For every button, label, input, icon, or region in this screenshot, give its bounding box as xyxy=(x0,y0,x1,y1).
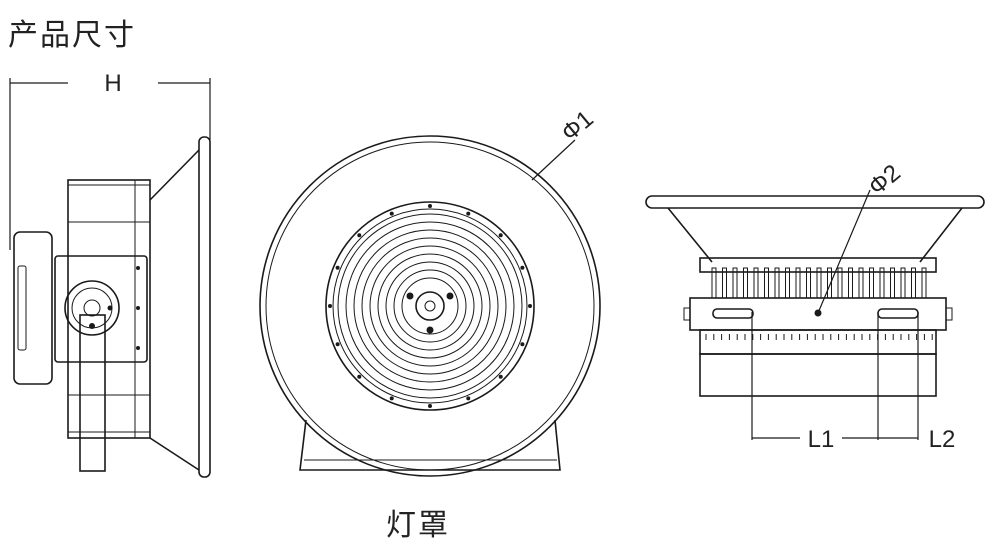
bolt-hole xyxy=(389,396,394,401)
top-reflector-rim xyxy=(645,195,985,209)
bolt-hole xyxy=(357,233,362,238)
bolt-hole xyxy=(520,265,525,270)
dim-phi1-label: Φ1 xyxy=(556,105,598,147)
side-reflector-edges xyxy=(149,149,200,471)
bolt-hole xyxy=(466,396,471,401)
dim-l2-label: L2 xyxy=(929,426,956,453)
top-heatsink-cap xyxy=(699,257,937,273)
dim-phi2-leader xyxy=(817,189,871,314)
top-driver-box xyxy=(699,353,937,397)
side-driver-box xyxy=(13,231,53,385)
bolt-hole xyxy=(428,404,432,408)
side-view: H xyxy=(9,70,211,478)
dim-phi1-leader xyxy=(531,139,576,181)
top-view: Φ2 L1 L2 xyxy=(645,159,985,453)
bolt-hole xyxy=(528,304,532,308)
front-led-housing xyxy=(325,201,535,411)
bolt-hole xyxy=(335,265,340,270)
side-bracket-plate xyxy=(54,255,148,363)
dim-phi2-label: Φ2 xyxy=(864,159,906,201)
top-slot-left xyxy=(712,308,754,319)
bolt-hole xyxy=(520,342,525,347)
top-slot-right xyxy=(877,308,919,319)
front-reflector-outer xyxy=(259,135,601,477)
bolt-hole xyxy=(428,204,432,208)
bolt-hole xyxy=(498,233,503,238)
view-caption: 灯罩 xyxy=(386,508,450,543)
bolt-hole xyxy=(389,211,394,216)
side-housing xyxy=(67,179,151,439)
side-pivot-hub xyxy=(64,280,120,336)
bolt-hole xyxy=(466,211,471,216)
top-lower-frame xyxy=(699,329,937,355)
page-title: 产品尺寸 xyxy=(8,18,136,53)
bolt-hole xyxy=(498,374,503,379)
side-yoke-arm xyxy=(79,314,106,472)
side-reflector-rim xyxy=(198,136,211,478)
dim-l1-label: L1 xyxy=(808,426,835,453)
front-view: Φ1 xyxy=(259,105,601,477)
front-bolt-ring xyxy=(328,204,532,408)
dim-h-label: H xyxy=(104,70,121,97)
front-bracket xyxy=(299,419,561,471)
bolt-hole xyxy=(335,342,340,347)
top-reflector-edges xyxy=(667,207,963,263)
bolt-hole xyxy=(357,374,362,379)
bolt-hole xyxy=(328,304,332,308)
